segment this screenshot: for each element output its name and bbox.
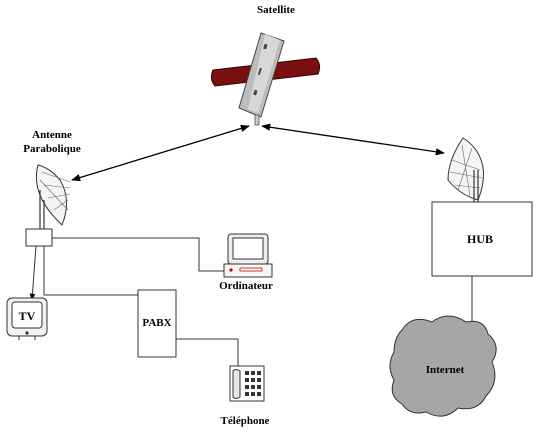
tv-label: TV [19,309,36,323]
telephone-icon [229,365,265,402]
cloud-icon [389,315,497,417]
wire-to-tv [29,245,37,301]
hub-box [431,201,533,277]
telephone-label: Téléphone [221,415,270,427]
satellite-link-left [71,124,250,182]
hub-label: HUB [467,232,493,246]
satellite-dish-icon [35,164,71,229]
antenna-label-line1: Antenne [32,129,72,141]
internet-label: Internet [426,364,465,376]
satellite-dish-icon [447,137,484,202]
ordinateur-label: Ordinateur [219,280,273,292]
wire-to-pabx [43,246,138,296]
wire-to-telephone [176,338,239,366]
splitter-box [25,228,53,247]
pabx-box [137,289,177,358]
antenna-label-line2: Parabolique [23,143,81,155]
computer-icon [223,233,273,278]
satellite-label: Satellite [257,4,295,16]
tv-icon [6,297,48,340]
wire-to-computer [52,237,226,272]
pabx-label: PABX [142,317,171,329]
satellite-icon [210,32,321,126]
satellite-link-right [261,123,445,156]
